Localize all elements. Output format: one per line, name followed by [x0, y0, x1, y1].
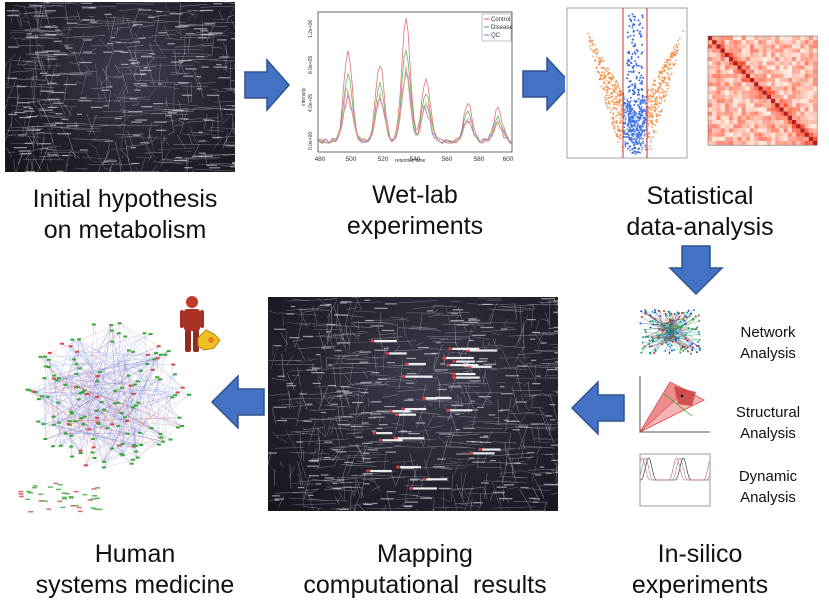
dynamic-analysis-line1: Dynamic: [738, 468, 798, 485]
human-network-graphic: [18, 322, 192, 513]
stage-mapping-line1: Mapping: [377, 540, 473, 568]
x-tick-540: 540: [410, 156, 421, 163]
structural-analysis-line1: Structural: [735, 404, 801, 421]
y-tick-4e5: 4.0e+05: [308, 94, 314, 112]
x-tick-500: 500: [346, 156, 357, 163]
label-network-analysis: Network Analysis: [718, 322, 818, 364]
legend-qc: QC: [491, 33, 501, 39]
hypothesis-network-graphic: [5, 2, 235, 172]
arrow-down-icon: [668, 245, 724, 296]
stage-statistical-line1: Statistical: [646, 182, 754, 210]
stage-insilico-line2: experiments: [631, 571, 769, 599]
volcano-plot-graphic: [566, 7, 688, 159]
stage-human-line1: Human: [94, 540, 176, 568]
stage-mapping-line2: computational results: [303, 571, 547, 599]
stage-label-wetlab: Wet-lab experiments: [330, 180, 500, 242]
label-structural-analysis: Structural Analysis: [716, 402, 820, 444]
x-tick-580: 580: [474, 156, 485, 163]
stage-hypothesis-line1: Initial hypothesis: [32, 185, 218, 213]
network-analysis-line2: Analysis: [740, 345, 796, 362]
network-analysis-graphic: [639, 309, 701, 355]
flux-cone-graphic: [638, 376, 710, 433]
mapping-network-image: [268, 297, 558, 511]
stage-label-insilico: In-silico experiments: [620, 539, 780, 601]
y-tick-8e5: 8.0e+05: [308, 56, 314, 74]
hypothesis-network-image: [5, 2, 235, 172]
arrow-left-1-icon: [570, 380, 625, 436]
network-analysis-line1: Network: [740, 324, 796, 341]
legend-disease: Disease: [491, 25, 513, 31]
stage-label-statistical: Statistical data-analysis: [600, 181, 800, 243]
volcano-plot: [565, 4, 695, 174]
network-analysis-image: [630, 300, 712, 364]
correlation-heatmap: [700, 28, 824, 168]
stage-wetlab-line2: experiments: [346, 212, 484, 240]
heatmap-graphic: [707, 35, 818, 146]
x-axis-label: retention time: [395, 158, 426, 164]
stage-wetlab-line1: Wet-lab: [372, 181, 458, 209]
arrow-right-1-icon: [244, 58, 290, 112]
arrow-left-2: [210, 374, 266, 430]
arrow-right-1: [243, 58, 291, 112]
structural-analysis-image: [634, 372, 712, 440]
stage-label-human: Human systems medicine: [20, 539, 250, 601]
human-systems-network-image: [8, 296, 208, 518]
arrow-right-2: [521, 56, 573, 112]
network-texture: [268, 297, 558, 511]
stage-label-mapping: Mapping computational results: [290, 539, 560, 601]
arrow-left-1: [570, 380, 626, 436]
stage-statistical-line2: data-analysis: [626, 213, 774, 241]
y-tick-0: 0.0e+00: [308, 132, 314, 150]
dynamic-analysis-line2: Analysis: [740, 489, 796, 506]
stage-human-line2: systems medicine: [35, 571, 235, 599]
x-tick-600: 600: [503, 156, 514, 163]
stage-hypothesis-line2: on metabolism: [43, 216, 207, 244]
x-tick-480: 480: [315, 156, 326, 163]
mapping-network-graphic: [268, 297, 558, 511]
structural-analysis-line2: Analysis: [740, 425, 796, 442]
y-tick-1e6: 1.2e+06: [308, 20, 314, 38]
arrow-down: [668, 244, 724, 296]
x-tick-560: 560: [442, 156, 453, 163]
oscillation-plot-graphic: [639, 453, 711, 507]
arrow-left-2-icon: [210, 374, 265, 430]
chromatogram-plot: Control Disease QC 480 500 520 540 560 5…: [301, 11, 514, 163]
label-dynamic-analysis: Dynamic Analysis: [716, 466, 820, 508]
dynamic-analysis-image: [634, 450, 712, 514]
stage-label-hypothesis: Initial hypothesis on metabolism: [0, 184, 250, 246]
y-axis-label: intensity: [301, 87, 307, 106]
x-tick-520: 520: [378, 156, 389, 163]
legend-control: Control: [491, 17, 510, 23]
wetlab-chromatogram: Control Disease QC 480 500 520 540 560 5…: [300, 8, 518, 166]
stage-insilico-line1: In-silico: [657, 540, 743, 568]
arrow-right-2-icon: [522, 56, 573, 112]
network-texture: [5, 2, 235, 172]
human-figure-icon: [180, 296, 221, 352]
human-figure: [178, 294, 222, 363]
